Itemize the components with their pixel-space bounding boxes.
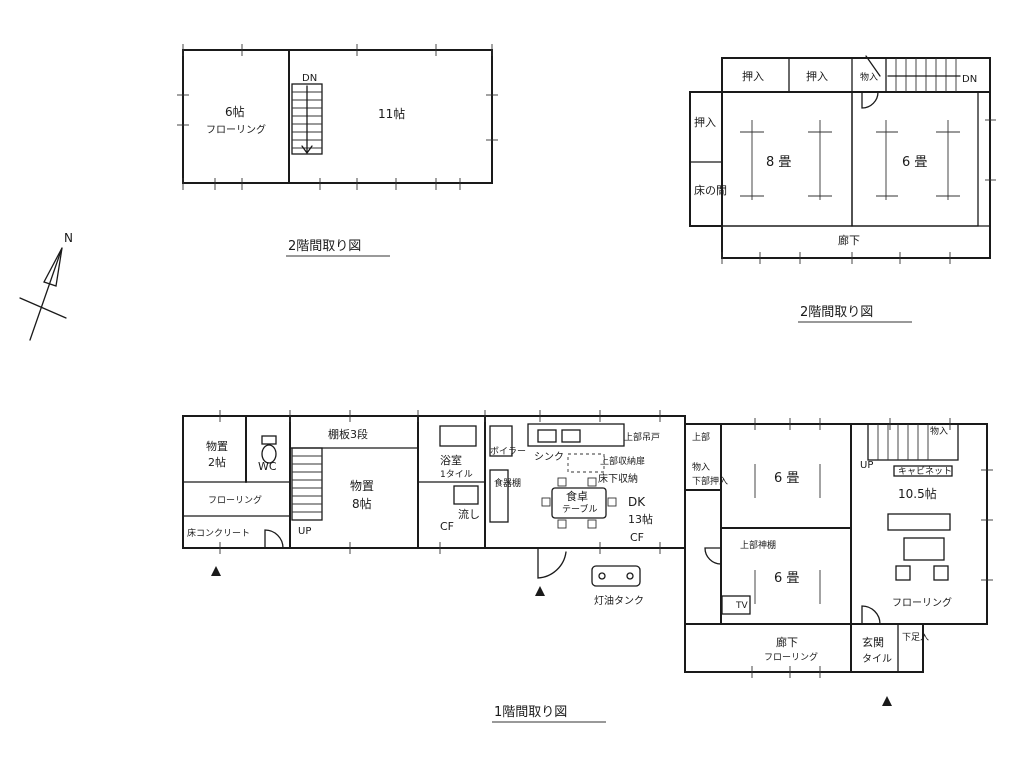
north-arrow: N [19, 231, 73, 341]
ground-storage-small-name: 物置 [206, 439, 228, 453]
ground-underfloor: 床下収納 [598, 472, 638, 485]
ground-table-name: 食卓 [566, 489, 588, 503]
ground-storage-ldk: 物入 [930, 425, 948, 437]
upper-left-plan: DN 6帖 フローリング 11帖 [177, 44, 498, 190]
upper-right-room-8: 8 畳 [766, 155, 791, 170]
ground-kerosene-tank: 灯油タンク [594, 594, 644, 607]
ground-entrance-name: 玄関 [862, 635, 884, 649]
ground-cabinet: キャビネット [898, 466, 952, 477]
upper-left-room-west-size: 6帖 [225, 104, 245, 119]
ground-table-type: テーブル [562, 503, 597, 515]
upper-right-closet-2: 押入 [806, 69, 828, 83]
upper-right-storage: 物入 [860, 71, 878, 83]
ground-living-up: UP [860, 460, 873, 471]
ground-upper-closet-1: 上部 [692, 431, 710, 443]
ground-concrete: 床コンクリート [187, 527, 250, 539]
ground-flooring-small: フローリング [208, 494, 262, 506]
ground-upper-closet-2: 物入 [692, 461, 710, 473]
ground-tv: TV [735, 601, 748, 611]
ground-lower-closet: 下部押入 [692, 475, 728, 487]
upper-left-stair-dn: DN [302, 73, 317, 84]
ground-dk: DK [628, 495, 646, 509]
ground-boiler: ボイラー [490, 446, 526, 457]
ground-entrance-finish: タイル [862, 653, 892, 665]
ground-room-6-north: 6 畳 [774, 471, 799, 486]
ground-wc: WC [258, 460, 277, 473]
caption-upper-right: 2階間取り図 [800, 305, 873, 320]
ground-bath-name: 浴室 [440, 453, 462, 467]
upper-right-room-6: 6 畳 [902, 155, 927, 170]
ground-room-6-south: 6 畳 [774, 571, 799, 586]
upper-right-stair-dn: DN [962, 74, 977, 85]
ground-storage-small-size: 2帖 [208, 456, 226, 469]
ground-floor-plan: 物置 2帖 WC フローリング 床コンクリート 棚板3段 物置 8帖 UP 浴室… [182, 410, 993, 706]
upper-right-plan: 押入 押入 物入 DN 押入 床の間 8 畳 6 畳 廊下 [689, 55, 996, 264]
upper-right-closet-side: 押入 [694, 115, 716, 129]
ground-living-size: 10.5帖 [898, 486, 937, 501]
upper-right-corridor: 廊下 [838, 233, 860, 247]
upper-left-room-west-floor: フローリング [206, 123, 266, 136]
ground-storage-big-name: 物置 [350, 479, 374, 493]
caption-ground: 1階間取り図 [494, 705, 567, 720]
ground-upper-cabinet: 上部吊戸 [624, 431, 660, 443]
ground-stair-up: UP [298, 526, 311, 537]
north-label: N [64, 231, 73, 245]
ground-upper-storage: 上部収納扉 [600, 455, 645, 467]
ground-dk-size: 13帖 [628, 513, 653, 526]
upper-right-tokonoma: 床の間 [694, 183, 727, 197]
ground-corridor: 廊下 [776, 635, 798, 649]
upper-left-room-east-size: 11帖 [378, 106, 405, 121]
ground-cf-left: CF [440, 520, 454, 533]
ground-storage-big-size: 8帖 [352, 496, 372, 511]
caption-upper-left: 2階間取り図 [288, 239, 361, 254]
ground-sink-small: 流し [458, 507, 480, 521]
ground-bath-finish: 1タイル [440, 469, 473, 480]
ground-cupboard: 食器棚 [494, 477, 521, 489]
ground-shelf: 棚板3段 [328, 427, 368, 441]
ground-dk-floor: CF [630, 531, 644, 544]
ground-corridor-floor: フローリング [764, 651, 818, 663]
ground-shoe-closet: 下足入 [902, 632, 929, 643]
upper-right-closet-1: 押入 [742, 69, 764, 83]
ground-living-floor: フローリング [892, 596, 952, 609]
ground-upper-shrine: 上部神棚 [740, 539, 776, 551]
ground-sink: シンク [534, 451, 564, 463]
